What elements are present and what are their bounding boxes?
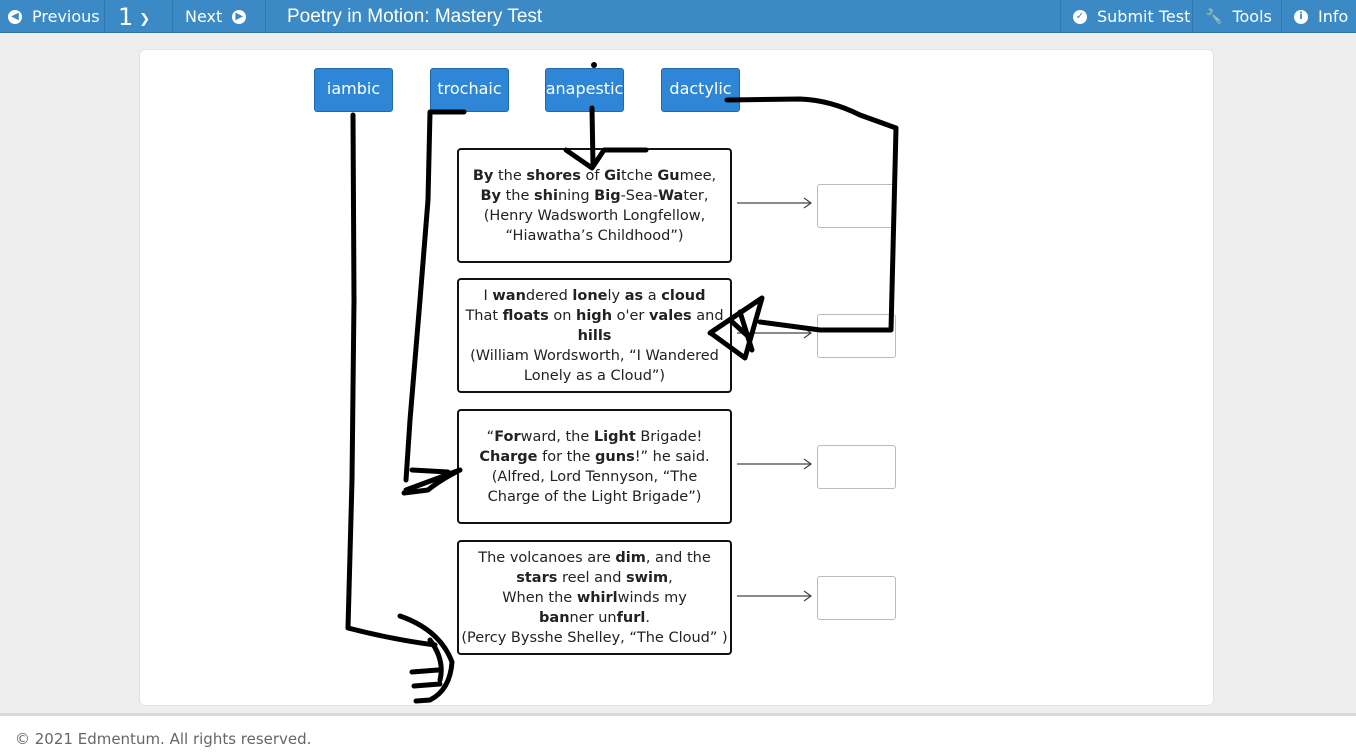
info-icon: i xyxy=(1294,9,1308,24)
toolbar-divider xyxy=(265,0,266,33)
verse-box: “Forward, the Light Brigade! Charge for t… xyxy=(457,409,732,524)
arrow-right-icon xyxy=(737,590,813,602)
verse-line: banner unfurl. xyxy=(539,609,650,626)
top-toolbar: ◀ Previous 1 ❯ Next ▶ Poetry in Motion: … xyxy=(0,0,1356,33)
next-label: Next xyxy=(185,7,223,26)
arrow-right-icon xyxy=(737,458,813,470)
info-button[interactable]: i Info xyxy=(1294,0,1348,33)
verse-line: “Hiawatha’s Childhood”) xyxy=(505,227,684,244)
verse-line: By the shining Big-Sea-Water, xyxy=(480,187,709,204)
toolbar-divider xyxy=(104,0,105,33)
toolbar-divider xyxy=(172,0,173,33)
tile-anapestic[interactable]: anapestic xyxy=(545,68,624,112)
arrow-right-icon xyxy=(737,197,813,209)
verse-line: (Henry Wadsworth Longfellow, xyxy=(483,207,706,224)
copyright-text: © 2021 Edmentum. All rights reserved. xyxy=(15,730,312,748)
verse-box: The volcanoes are dim, and the stars reel… xyxy=(457,540,732,655)
previous-button[interactable]: ◀ Previous xyxy=(8,0,104,33)
tools-button[interactable]: 🔧 Tools xyxy=(1205,0,1272,33)
arrow-left-icon: ◀ xyxy=(8,9,22,24)
verse-line: When the whirlwinds my xyxy=(502,589,687,606)
arrow-right-icon: ▶ xyxy=(232,9,247,24)
tile-iambic[interactable]: iambic xyxy=(314,68,393,112)
tools-label: Tools xyxy=(1232,7,1272,26)
verse-line: The volcanoes are dim, and the xyxy=(478,549,711,566)
verse-line: That floats on high o'er vales and hills xyxy=(465,307,724,344)
submit-label: Submit Test xyxy=(1097,7,1191,26)
verse-line: (Alfred, Lord Tennyson, “The xyxy=(491,468,698,485)
verse-line: “Forward, the Light Brigade! xyxy=(486,428,703,445)
verse-line: Charge for the guns!” he said. xyxy=(479,448,710,465)
toolbar-divider xyxy=(1281,0,1282,33)
verse-line: By the shores of Gitche Gumee, xyxy=(472,167,717,184)
tile-label: iambic xyxy=(326,79,381,98)
tile-label: anapestic xyxy=(545,79,624,98)
tile-dactylic[interactable]: dactylic xyxy=(661,68,740,112)
drop-target[interactable] xyxy=(817,184,896,228)
question-number-dropdown[interactable]: 1 ❯ xyxy=(118,0,172,33)
drop-target[interactable] xyxy=(817,314,896,358)
verse-line: stars reel and swim, xyxy=(516,569,673,586)
verse-line: I wandered lonely as a cloud xyxy=(483,287,706,304)
toolbar-divider xyxy=(1060,0,1061,33)
check-circle-icon: ✓ xyxy=(1073,9,1087,24)
info-label: Info xyxy=(1318,7,1349,26)
verse-line: Charge of the Light Brigade”) xyxy=(487,488,702,505)
chevron-down-icon: ❯ xyxy=(139,12,151,27)
page-title: Poetry in Motion: Mastery Test xyxy=(287,5,543,27)
wrench-icon: 🔧 xyxy=(1205,8,1223,25)
verse-box: By the shores of Gitche Gumee, By the shi… xyxy=(457,148,732,263)
submit-test-button[interactable]: ✓ Submit Test xyxy=(1073,0,1190,33)
next-button[interactable]: Next ▶ xyxy=(185,0,265,33)
verse-line: (William Wordsworth, “I Wandered xyxy=(470,347,719,364)
arrow-right-icon xyxy=(737,327,813,339)
question-number: 1 xyxy=(118,2,134,31)
drop-target[interactable] xyxy=(817,576,896,620)
tile-label: trochaic xyxy=(437,79,502,98)
tile-trochaic[interactable]: trochaic xyxy=(430,68,509,112)
footer: © 2021 Edmentum. All rights reserved. xyxy=(0,713,1356,756)
verse-line: Lonely as a Cloud”) xyxy=(523,367,666,384)
tile-label: dactylic xyxy=(669,79,732,98)
toolbar-divider xyxy=(1192,0,1193,33)
drop-target[interactable] xyxy=(817,445,896,489)
verse-line: (Percy Bysshe Shelley, “The Cloud” ) xyxy=(461,629,728,646)
previous-label: Previous xyxy=(32,7,100,26)
